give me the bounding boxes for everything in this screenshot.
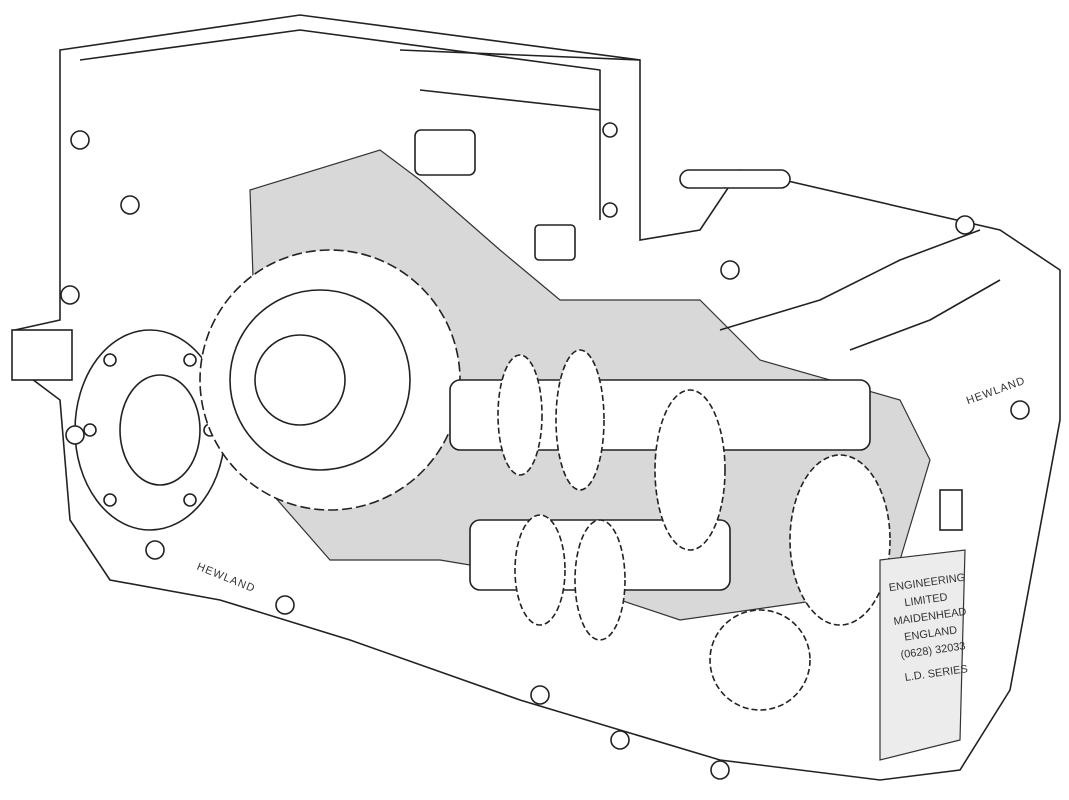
selector-rod [679, 169, 791, 189]
filler-plug [414, 129, 476, 176]
nameplate [879, 549, 966, 761]
input-shaft-splines [11, 329, 73, 381]
gear-clusters [497, 349, 891, 711]
hewland-logo [939, 489, 963, 531]
casing-bolts [60, 122, 1030, 780]
nameplate-text: ENGINEERING LIMITED MAIDENHEAD ENGLAND (… [888, 571, 972, 688]
